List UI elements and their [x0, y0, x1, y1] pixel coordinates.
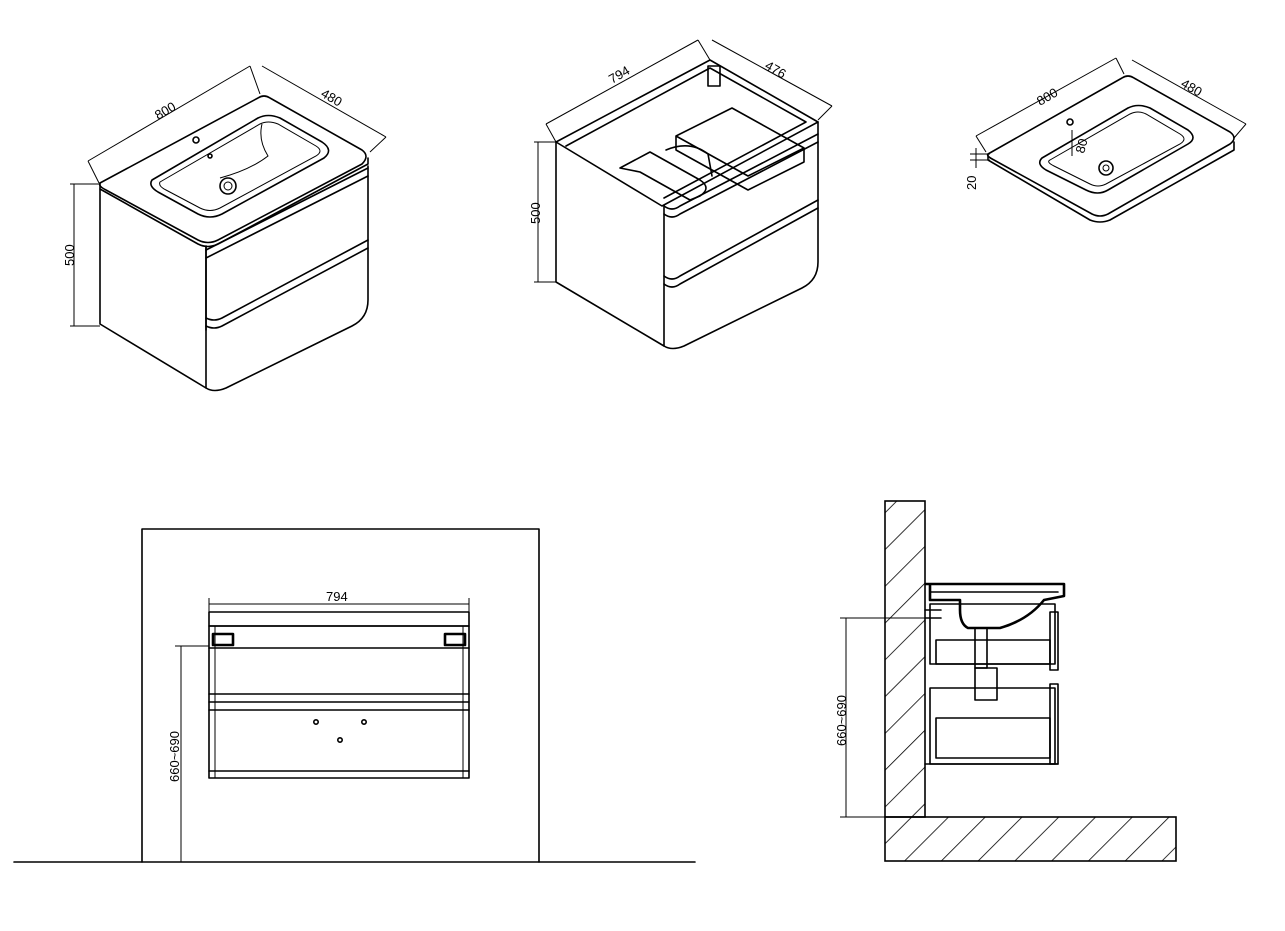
dim-depth-2-label: 476	[763, 58, 789, 82]
front-elevation-view: 794 660~690	[13, 528, 696, 863]
iso-cabinet-open-view: 794 476 500	[528, 39, 833, 350]
wall-section	[884, 500, 926, 818]
iso-basin-view: 800 480 20 80	[964, 57, 1247, 223]
countertop-edge	[99, 157, 369, 248]
dim-front-width-label: 794	[326, 589, 348, 604]
dim-height: 500	[62, 183, 100, 327]
basin-bowl	[150, 114, 330, 218]
dim-height-2: 500	[528, 141, 556, 283]
dim-width-label: 800	[152, 99, 178, 123]
wall-outline	[141, 528, 540, 863]
basin-section	[925, 582, 1066, 630]
dim-basin-thickness: 20	[964, 148, 990, 190]
bracket-left	[211, 632, 235, 647]
dim-basin-width-label: 800	[1034, 85, 1060, 109]
drawer-top-front	[205, 167, 369, 259]
iso-cabinet-view: 800 480 500	[62, 65, 387, 392]
dim-height-label: 500	[62, 244, 77, 266]
dim-height-2-label: 500	[528, 202, 543, 224]
tap-hole	[192, 136, 200, 144]
cabinet-top-rim	[555, 59, 819, 207]
drawer-gap-1	[205, 239, 369, 329]
dim-basin-thickness-label: 20	[964, 176, 979, 190]
drawer-gap-2	[663, 133, 819, 218]
dim-depth: 480	[261, 65, 387, 153]
inner-drawer-box	[675, 107, 805, 191]
dim-width: 800	[87, 65, 261, 184]
dim-side-height: 660~690	[834, 617, 930, 818]
basin-top-outline	[986, 75, 1235, 217]
side-section-view: 660~690	[834, 500, 1177, 862]
bracket-right	[443, 632, 467, 647]
hanging-bracket	[707, 65, 721, 87]
floor-section	[884, 816, 1177, 862]
dim-basin-width: 800	[975, 57, 1125, 153]
basin-inner	[159, 121, 321, 211]
dim-depth-label: 480	[319, 86, 345, 110]
dim-bowl-depth-label: 80	[1072, 137, 1090, 155]
trap-vertical	[974, 627, 988, 669]
dim-front-width: 794	[208, 589, 470, 612]
upper-drawer-section	[929, 603, 1056, 665]
basin-top-bowl	[1038, 104, 1194, 194]
dim-bowl-depth: 80	[1071, 130, 1091, 156]
basin-drain	[1098, 160, 1114, 176]
dim-basin-depth-label: 480	[1179, 76, 1205, 100]
front-top	[208, 611, 470, 627]
dim-front-height: 660~690	[167, 645, 209, 862]
countertop	[98, 95, 367, 244]
dim-front-height-label: 660~690	[167, 731, 182, 782]
dim-width-2: 794	[545, 39, 711, 143]
drain-hole	[219, 177, 237, 195]
dim-width-2-label: 794	[606, 63, 632, 87]
dim-basin-depth: 480	[1131, 59, 1247, 139]
pipe-hole	[312, 718, 319, 725]
dim-side-height-label: 660~690	[834, 695, 849, 746]
trap-bend	[974, 667, 998, 701]
